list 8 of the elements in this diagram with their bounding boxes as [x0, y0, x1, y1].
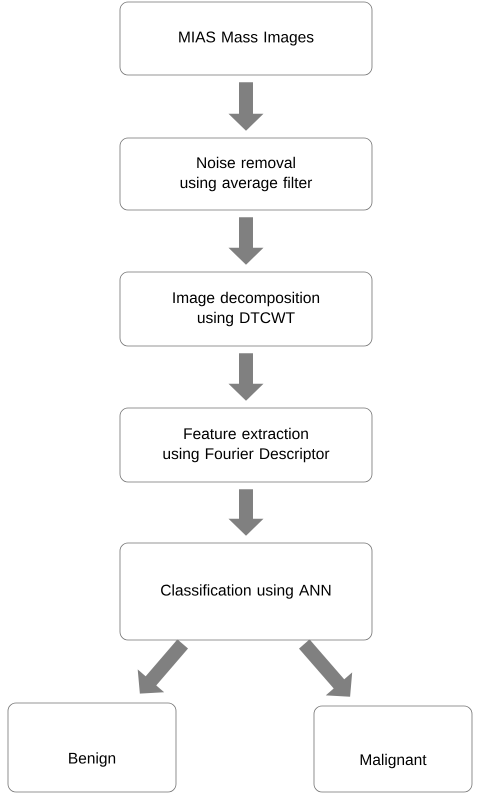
process-box: Noise removal using average filter: [120, 138, 372, 210]
process-box: Feature extraction using Fourier Descriptor: [120, 408, 372, 482]
block-arrow: [298, 639, 352, 697]
process-box: Classification using ANN: [120, 542, 372, 640]
process-box: MIAS Mass Images: [120, 2, 372, 76]
process-box: Benign: [8, 702, 176, 792]
process-box: Image decomposition using DTCWT: [120, 272, 372, 346]
process-box: Malignant: [314, 706, 472, 792]
